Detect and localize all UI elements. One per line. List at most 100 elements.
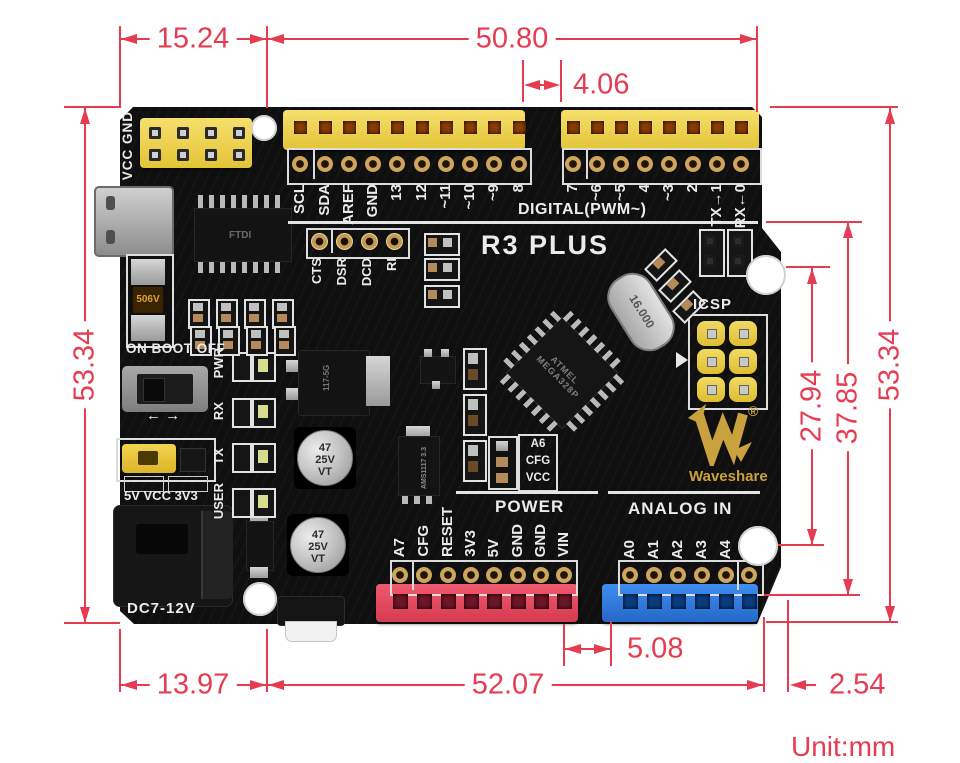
pin-hole xyxy=(360,233,378,250)
vreg-marking: 117-5G xyxy=(322,364,331,391)
mount-hole-top-left xyxy=(251,115,277,141)
mount-hole-top-right xyxy=(746,255,786,295)
pin-label-analog-0: A0 xyxy=(621,539,638,559)
led-label-3: USER xyxy=(211,482,226,519)
passive-pad xyxy=(468,353,478,364)
ext-right-top xyxy=(770,106,898,108)
dim-right-arrow-u xyxy=(885,108,895,124)
dc-jack-end xyxy=(201,511,233,599)
header-notch xyxy=(646,594,662,609)
passive-body xyxy=(428,238,437,247)
voltage-regulator-5v: 117-5G xyxy=(298,350,370,416)
ext-right-bottom xyxy=(766,621,898,623)
ext-bottom-3 xyxy=(763,617,765,692)
sot23-leg3 xyxy=(432,381,440,389)
dim-bottom-span-arrow-r xyxy=(747,680,763,690)
header-notch xyxy=(463,594,479,609)
header-notch xyxy=(440,594,456,609)
dim-pitch-arrow-l xyxy=(524,80,540,90)
passive-pad xyxy=(277,303,287,311)
vreg2-pads-bottom xyxy=(402,494,434,504)
logo-brand: Waveshare xyxy=(689,468,768,485)
passive-body xyxy=(443,290,452,299)
passive-body xyxy=(279,341,289,349)
pin-hole xyxy=(533,567,549,583)
passive-pad xyxy=(279,330,289,338)
led-die xyxy=(258,405,268,418)
passive-body xyxy=(251,341,261,349)
pin-label-digital-left-7: ~10 xyxy=(461,184,478,210)
passive-body xyxy=(428,290,437,299)
dim-hole-arrow-u xyxy=(807,268,817,284)
header-notch xyxy=(486,594,502,609)
dim-top-left-arrow-l xyxy=(121,34,137,44)
vccgnd-pin-center xyxy=(152,152,158,158)
pin-hole xyxy=(637,156,653,172)
pin-hole xyxy=(310,233,328,250)
dim-bottom-right-label: 2.54 xyxy=(829,668,886,701)
led-package xyxy=(232,443,252,473)
power-holes xyxy=(390,560,578,596)
pin-label-digital-left-4: 13 xyxy=(388,184,405,201)
pin-hole xyxy=(670,567,686,583)
pin-label-digital-right-4: ~3 xyxy=(660,184,677,202)
jumper-pin xyxy=(180,448,206,472)
pin-label-uart-1: DSR xyxy=(334,258,349,286)
header-notch xyxy=(416,594,432,609)
ext-hole-bottom xyxy=(778,544,824,546)
ext-top-3 xyxy=(756,26,758,112)
pin-hole xyxy=(389,156,405,172)
pin-hole xyxy=(392,567,408,583)
passive-component xyxy=(463,348,487,390)
header-notch xyxy=(510,594,526,609)
vcc-gnd-label: VCC GND xyxy=(120,111,135,181)
passive-pad xyxy=(468,445,478,456)
pin-label-digital-right-3: 4 xyxy=(636,184,653,193)
header-notch xyxy=(622,594,638,609)
jumper-label: 5V VCC 3V3 xyxy=(124,488,198,503)
passive-body xyxy=(428,263,437,272)
pin-hole xyxy=(365,156,381,172)
pin-hole xyxy=(565,156,581,172)
led-package xyxy=(232,488,252,518)
vccgnd-pin-center xyxy=(180,152,186,158)
pin-hole xyxy=(589,156,605,172)
unit-label: Unit:mm xyxy=(791,731,896,762)
jumper-pads-right xyxy=(168,476,208,492)
vreg2-marking: AMS1117 3.3 xyxy=(421,446,428,489)
vccgnd-pin-center xyxy=(208,152,214,158)
header-notch xyxy=(694,594,710,609)
cfg-components-box xyxy=(488,436,518,490)
jumper-outline xyxy=(116,438,216,482)
ext-notch-bottom xyxy=(764,594,860,596)
pin-label-power-5: GND xyxy=(509,523,526,557)
analog-holes xyxy=(618,560,764,596)
dim-bottom-right-arrow xyxy=(790,680,806,690)
power-section-label: POWER xyxy=(495,497,565,516)
dim-gap-arrow-l xyxy=(565,644,581,654)
jumper-slot xyxy=(138,451,158,465)
solder-pad xyxy=(732,235,744,247)
vccgnd-pin-center xyxy=(208,130,214,136)
dim-left-label: 53.34 xyxy=(68,321,102,409)
digital-holes-left xyxy=(287,148,532,185)
fuse-pad-top xyxy=(131,259,165,285)
analog-section-label: ANALOG IN xyxy=(628,499,733,518)
boot-switch-knob xyxy=(143,378,165,402)
fuse-body: 506V xyxy=(133,287,163,313)
usb-tab-bottom xyxy=(106,230,115,244)
ext-pitch-2 xyxy=(560,60,562,102)
cfg-comp-3 xyxy=(496,473,508,483)
pin-label-analog-3: A3 xyxy=(693,539,710,559)
vccgnd-pin-center xyxy=(236,152,242,158)
pin-label-digital-right-1: ~6 xyxy=(588,184,605,202)
uart-holes xyxy=(306,228,410,259)
pin-hole xyxy=(416,567,432,583)
fuse-pad-bottom xyxy=(131,315,165,341)
pin-label-digital-left-2: AREF xyxy=(340,184,357,225)
solder-pad xyxy=(704,235,716,247)
dim-top-left-arrow-r xyxy=(250,34,266,44)
dim-hole-arrow-d xyxy=(807,529,817,545)
led-package xyxy=(232,352,252,382)
ext-hole-top xyxy=(786,266,830,268)
